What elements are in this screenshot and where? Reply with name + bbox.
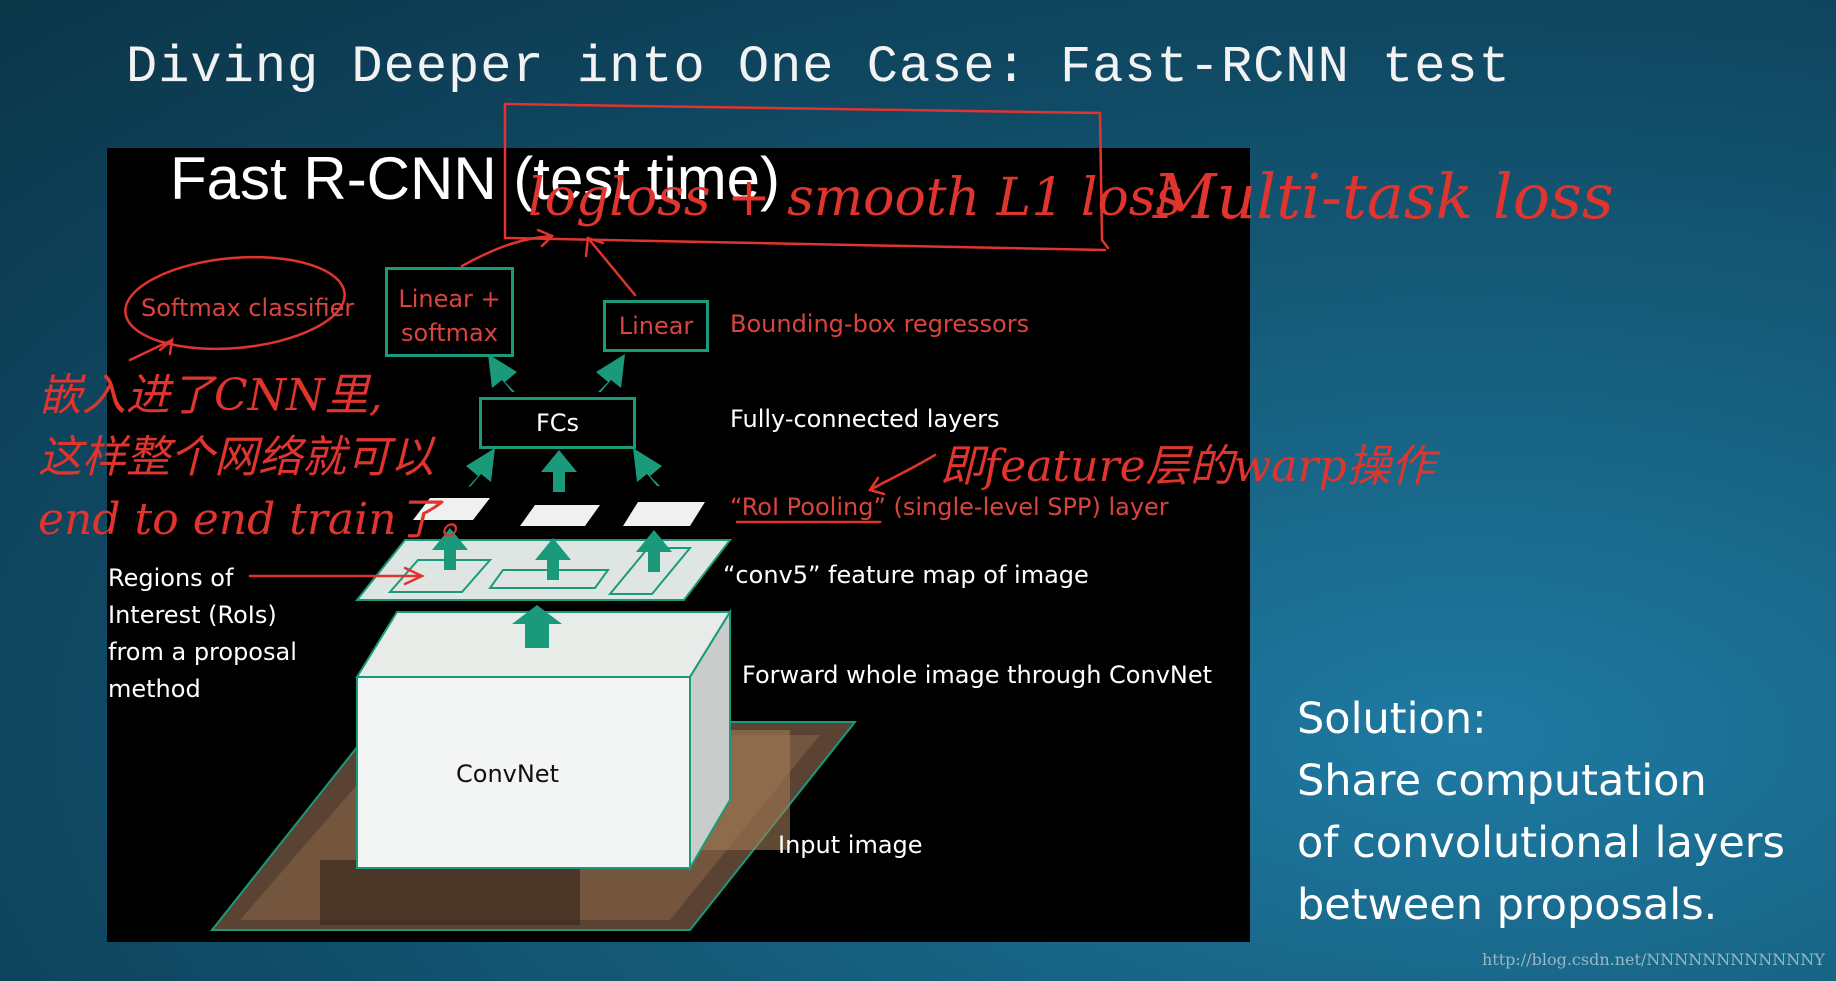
linear-label: Linear <box>618 312 694 340</box>
rois-line-2: Interest (RoIs) <box>108 601 277 629</box>
linear-box: Linear <box>603 300 709 352</box>
forward-label: Forward whole image through ConvNet <box>742 661 1213 689</box>
roi-3 <box>607 547 693 595</box>
input-image-label: Input image <box>778 831 923 859</box>
rois-line-4: method <box>108 675 201 703</box>
solution-text: Solution: Share computation of convoluti… <box>1297 688 1785 936</box>
arrow-tile-3-fc <box>633 448 662 486</box>
chinese-line-3: end to end train了。 <box>38 494 485 545</box>
conv5-label: “conv5” feature map of image <box>723 561 1089 589</box>
softmax-circle <box>124 255 346 351</box>
watermark: http://blog.csdn.net/NNNNNNNNNNNNY <box>1482 950 1825 969</box>
warp-arrow <box>868 453 937 496</box>
convnet-front-face <box>356 676 691 869</box>
fully-connected-label: Fully-connected layers <box>730 405 1000 433</box>
arrow-fc-linear <box>596 354 625 392</box>
pooled-tile-3 <box>623 502 705 526</box>
linear-softmax-box: Linear + softmax <box>385 267 514 357</box>
pooled-tile-2 <box>520 505 600 526</box>
fcs-box: FCs <box>479 397 636 449</box>
solution-line-2: Share computation <box>1297 756 1707 806</box>
loss-box-ink <box>503 102 1110 252</box>
pooled-tile-1 <box>413 498 490 520</box>
arrow-fc-softmax <box>488 354 517 392</box>
arrow-conv-up <box>512 605 562 648</box>
solution-line-4: between proposals. <box>1297 880 1718 930</box>
rois-line-3: from a proposal <box>108 638 297 666</box>
roi-2 <box>488 569 610 589</box>
loss-arrow-left <box>460 228 555 268</box>
fcs-label: FCs <box>535 409 580 437</box>
arrow-tile-2-fc <box>541 450 577 492</box>
multitask-annotation: Multi-task loss <box>1153 160 1614 233</box>
softmax-hook <box>128 336 174 362</box>
rois-line-1: Regions of <box>108 564 234 592</box>
chinese-annotation: 嵌入进了CNN里, 这样整个网络就可以 end to end train了。 <box>38 365 485 551</box>
slide-title: Diving Deeper into One Case: Fast-RCNN t… <box>126 38 1511 97</box>
rois-label: Regions of Interest (RoIs) from a propos… <box>108 560 297 708</box>
roi-pooling-rest: (single-level SPP) layer <box>885 493 1169 521</box>
warp-annotation: 即feature层的warp操作 <box>940 441 1435 492</box>
chinese-line-1: 嵌入进了CNN里, <box>38 370 383 421</box>
arrow-roi-3-up <box>636 530 672 572</box>
linear-softmax-line1: Linear + <box>398 285 501 313</box>
roi-pooling-caption: “RoI Pooling” (single-level SPP) layer <box>730 493 1169 521</box>
softmax-classifier-label: Softmax classifier <box>141 294 355 322</box>
solution-line-3: of convolutional layers <box>1297 818 1785 868</box>
convnet-label: ConvNet <box>456 760 559 788</box>
solution-line-1: Solution: <box>1297 694 1487 744</box>
arrow-roi-1-up <box>432 528 468 570</box>
figure-title: Fast R-CNN (test time) <box>170 145 781 212</box>
arrow-roi-2-up <box>535 538 571 580</box>
chinese-line-2: 这样整个网络就可以 <box>38 432 434 483</box>
arrow-tile-1-fc <box>466 448 495 487</box>
loss-annotation: logloss + smooth L1 loss <box>528 168 1183 228</box>
bbox-regressors-label: Bounding-box regressors <box>730 310 1030 338</box>
linear-softmax-line2: softmax <box>401 319 498 347</box>
loss-arrow-right <box>584 236 637 297</box>
roi-pooling-label: “RoI Pooling” <box>730 493 886 521</box>
rois-arrow <box>248 566 425 586</box>
